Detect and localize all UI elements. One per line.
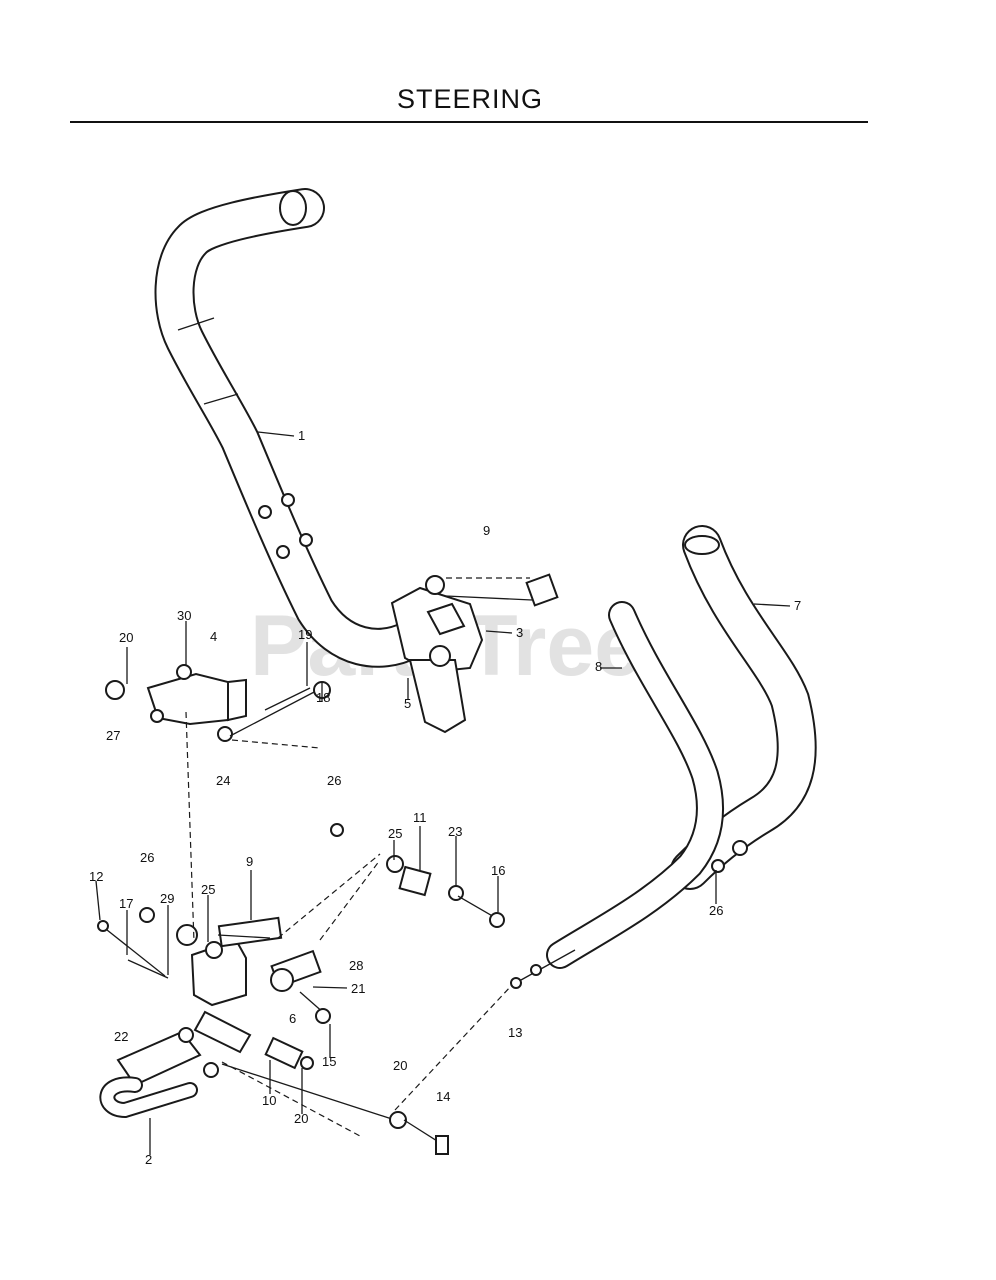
mounting-plate [105, 664, 331, 749]
steering-lever-right [670, 525, 817, 890]
callout-20-mid: 20 [393, 1058, 407, 1073]
callout-19: 19 [298, 627, 312, 642]
callout-6: 6 [289, 1011, 296, 1026]
callout-7: 7 [794, 598, 801, 613]
callout-20-top: 20 [119, 630, 133, 645]
callout-28: 28 [349, 958, 363, 973]
callout-10: 10 [262, 1093, 276, 1108]
callout-26-right: 26 [709, 903, 723, 918]
callout-27: 27 [106, 728, 120, 743]
callout-9-lower: 9 [246, 854, 253, 869]
callout-15: 15 [322, 1054, 336, 1069]
callout-17: 17 [119, 896, 133, 911]
callout-11: 11 [413, 810, 427, 825]
callout-8: 8 [595, 659, 602, 674]
callout-30: 30 [177, 608, 191, 623]
callout-23: 23 [448, 824, 462, 839]
callout-5: 5 [404, 696, 411, 711]
callout-26-top: 26 [327, 773, 341, 788]
callout-3: 3 [516, 625, 523, 640]
callout-18: 18 [316, 690, 330, 705]
page-title: STEERING [396, 84, 544, 114]
title-rule [70, 121, 868, 123]
callout-29: 29 [160, 891, 174, 906]
callout-26-left: 26 [140, 850, 154, 865]
callout-1: 1 [298, 428, 305, 443]
callout-leaders [95, 431, 791, 1155]
callout-14: 14 [436, 1089, 450, 1104]
callout-21: 21 [351, 981, 365, 996]
callout-22: 22 [114, 1029, 128, 1044]
callout-25-left: 25 [201, 882, 215, 897]
callout-9-top: 9 [483, 523, 490, 538]
callout-labels: 1 2 3 4 5 6 7 8 9 9 10 11 12 13 14 15 16… [89, 428, 801, 1167]
callout-13: 13 [508, 1025, 522, 1040]
steering-lever-left [154, 188, 430, 668]
callout-25-right: 25 [388, 826, 402, 841]
callout-24: 24 [216, 773, 230, 788]
callout-20-bottom: 20 [294, 1111, 308, 1126]
steering-arm-mid [510, 601, 725, 989]
lower-linkage [97, 711, 513, 1155]
pivot-bracket [390, 573, 559, 734]
callout-16: 16 [491, 863, 505, 878]
callout-12: 12 [89, 869, 103, 884]
callout-4: 4 [210, 629, 217, 644]
callout-2: 2 [145, 1152, 152, 1167]
